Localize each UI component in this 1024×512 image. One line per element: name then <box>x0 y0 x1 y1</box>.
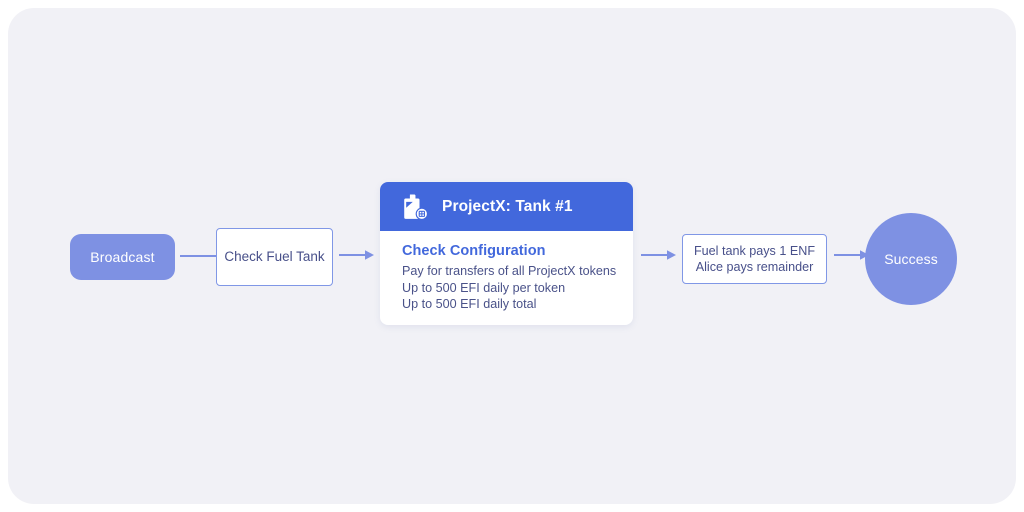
card-config-line: Up to 500 EFI daily total <box>402 297 537 311</box>
node-fuel-tank-pays-label: Fuel tank pays 1 ENF Alice pays remainde… <box>694 243 815 275</box>
node-success[interactable]: Success <box>865 213 957 305</box>
card-header: ProjectX: Tank #1 <box>380 182 633 231</box>
card-projectx-tank[interactable]: ProjectX: Tank #1 Check Configuration Pa… <box>380 182 633 325</box>
node-success-label: Success <box>884 251 938 267</box>
card-config-line: Pay for transfers of all ProjectX tokens <box>402 264 617 278</box>
node-fuel-tank-pays[interactable]: Fuel tank pays 1 ENF Alice pays remainde… <box>682 234 827 284</box>
connector-fuelpays-to-success <box>834 250 869 260</box>
node-fuel-tank-pays-line: Fuel tank pays 1 ENF <box>693 244 816 258</box>
card-config-heading: Check Configuration <box>402 243 546 259</box>
card-title: ProjectX: Tank #1 <box>442 197 573 215</box>
connector-broadcast-to-check <box>180 254 216 258</box>
fuel-can-icon <box>404 193 429 220</box>
connector-check-to-card <box>339 250 374 260</box>
connector-card-to-fuelpays <box>641 250 676 260</box>
card-config-line: Up to 500 EFI daily per token <box>402 280 566 295</box>
node-check-fuel-tank[interactable]: Check Fuel Tank <box>216 228 333 286</box>
node-fuel-tank-pays-line: Alice pays remainder <box>695 260 814 274</box>
node-broadcast[interactable]: Broadcast <box>70 234 175 280</box>
card-body: Check Configuration Pay for transfers of… <box>380 231 633 313</box>
node-broadcast-label: Broadcast <box>90 249 155 265</box>
node-check-fuel-tank-label: Check Fuel Tank <box>224 249 325 264</box>
